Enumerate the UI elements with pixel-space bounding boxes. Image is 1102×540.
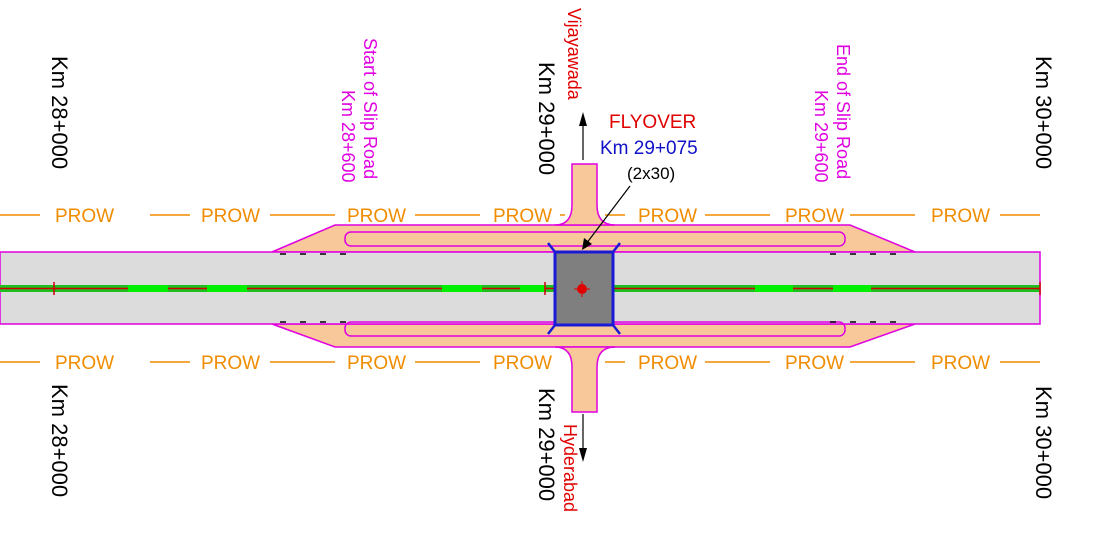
flyover-leader-line <box>585 185 631 245</box>
south-arrow-head <box>579 448 587 462</box>
flyover-chainage: Km 29+075 <box>600 138 698 159</box>
prow-label: PROW <box>931 206 990 227</box>
median-bright-segments <box>128 285 871 292</box>
destination-south-label: Hyderabad <box>560 424 580 512</box>
service-road-top <box>271 224 916 253</box>
chainage-label-end-top: Km 30+000 <box>1031 56 1056 169</box>
prow-label: PROW <box>347 353 406 374</box>
north-arrow-head <box>579 112 587 126</box>
prow-label: PROW <box>638 206 697 227</box>
flyover-center-marker <box>574 281 590 297</box>
slip-road-start-title: Start of Slip Road <box>360 38 380 179</box>
destination-north-label: Vijayawada <box>564 8 584 101</box>
chainage-label-mid-top: Km 29+000 <box>534 62 559 175</box>
prow-label: PROW <box>785 353 844 374</box>
edge-markings <box>280 253 910 323</box>
chainage-ticks <box>53 282 1041 295</box>
cross-road-south <box>554 346 616 413</box>
slip-road-end-km: Km 29+600 <box>811 90 831 183</box>
prow-label: PROW <box>347 206 406 227</box>
chainage-label-mid-bottom: Km 29+000 <box>534 388 559 501</box>
chainage-label-start-bottom: Km 28+000 <box>47 384 72 497</box>
cross-road-north <box>554 163 616 226</box>
slip-road-start-km: Km 28+600 <box>338 90 358 183</box>
slip-road-end-title: End of Slip Road <box>833 44 853 179</box>
prow-label: PROW <box>638 353 697 374</box>
prow-label: PROW <box>493 353 552 374</box>
flyover-title: FLYOVER <box>609 112 696 133</box>
flyover-leader-arrowhead <box>582 238 592 250</box>
chainage-label-end-bottom: Km 30+000 <box>1031 386 1056 499</box>
flyover-abutment-wings <box>547 242 621 335</box>
prow-label: PROW <box>785 206 844 227</box>
prow-label: PROW <box>493 206 552 227</box>
prow-label: PROW <box>55 206 114 227</box>
prow-label: PROW <box>55 353 114 374</box>
prow-label: PROW <box>201 206 260 227</box>
chainage-label-start-top: Km 28+000 <box>47 56 72 169</box>
flyover-span-config: (2x30) <box>627 164 675 183</box>
prow-label: PROW <box>931 353 990 374</box>
prow-label: PROW <box>201 353 260 374</box>
